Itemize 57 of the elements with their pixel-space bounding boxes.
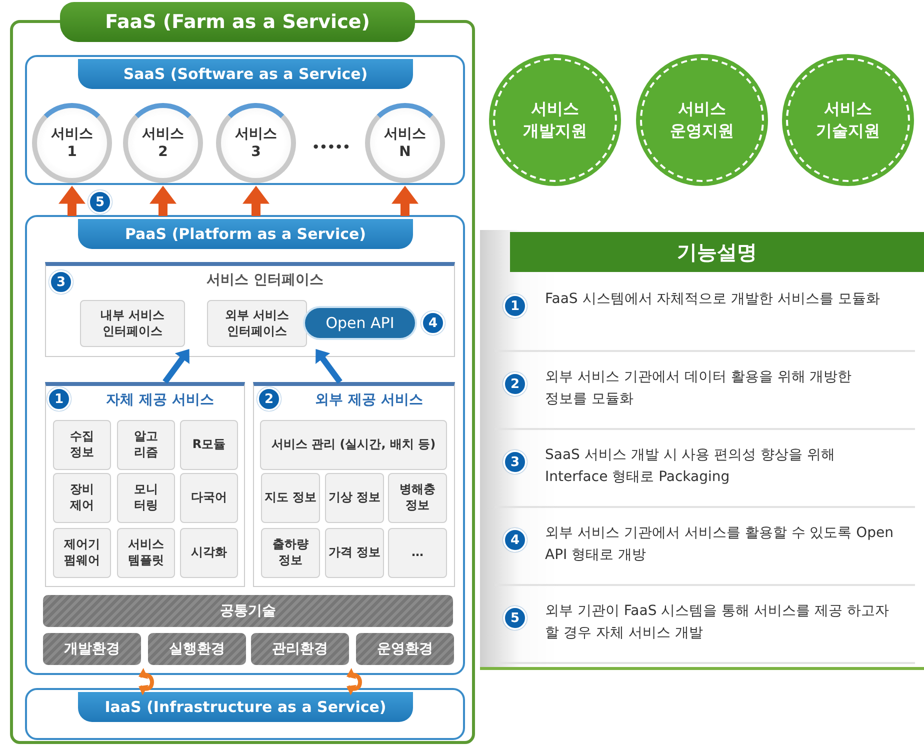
module-cell: 서비스 템플릿 bbox=[117, 528, 175, 578]
panel-title: 외부 제공 서비스 bbox=[314, 391, 424, 409]
title-tab: FaaS (Farm as a Service) bbox=[60, 2, 415, 42]
service-panel bbox=[45, 262, 455, 357]
module-cell: R모듈 bbox=[180, 420, 238, 470]
technology-bar: 관리환경 bbox=[251, 633, 349, 665]
arrow bbox=[138, 668, 154, 695]
ellipsis-dots: ••••• bbox=[312, 140, 350, 154]
technology-bar: 개발환경 bbox=[43, 633, 141, 665]
module-cell: 기상 정보 bbox=[325, 473, 384, 523]
panel-title: 서비스 인터페이스 bbox=[206, 271, 324, 289]
service-circle: 서비스 1 bbox=[32, 103, 112, 183]
layer-tab: PaaS (Platform as a Service) bbox=[78, 219, 413, 249]
module-cell: 출하량 정보 bbox=[261, 528, 320, 578]
module-cell: 제어기 펌웨어 bbox=[53, 528, 111, 578]
arrow bbox=[392, 186, 418, 216]
service-circle: 서비스 2 bbox=[123, 103, 203, 183]
service-circle: 서비스 N bbox=[365, 103, 445, 183]
description-text: FaaS 시스템에서 자체적으로 개발한 서비스를 모듈화 bbox=[545, 290, 882, 309]
arrow bbox=[162, 348, 190, 384]
number-badge: 5 bbox=[88, 190, 112, 214]
layer-tab: SaaS (Software as a Service) bbox=[78, 59, 413, 89]
description-text: 외부 서비스 기관에서 데이터 활용을 위해 개방한 정보를 모듈화 bbox=[545, 368, 853, 409]
layer-box bbox=[25, 688, 465, 740]
module-cell: 지도 정보 bbox=[261, 473, 320, 523]
arrow bbox=[346, 668, 362, 695]
panel-title: 자체 제공 서비스 bbox=[105, 391, 215, 409]
layer-box bbox=[25, 55, 465, 185]
module-cell: 모니 터링 bbox=[117, 473, 175, 523]
module-cell: 수집 정보 bbox=[53, 420, 111, 470]
technology-bar: 공통기술 bbox=[43, 595, 453, 627]
service-panel bbox=[253, 382, 455, 587]
service-circle: 서비스 3 bbox=[216, 103, 296, 183]
arrow bbox=[150, 186, 176, 216]
service-panel bbox=[45, 382, 245, 587]
layer-tab: IaaS (Infrastructure as a Service) bbox=[78, 692, 413, 722]
module-cell: 외부 서비스 인터페이스 bbox=[207, 300, 307, 347]
description-text: 외부 기관이 FaaS 시스템을 통해 서비스를 제공 하고자 할 경우 자체 서비스 개발 bbox=[545, 602, 890, 643]
api-pill: Open API bbox=[305, 308, 415, 338]
description-text: 외부 서비스 기관에서 서비스를 활용할 수 있도록 Open API 형태로 개방 bbox=[545, 524, 895, 565]
module-cell: 가격 정보 bbox=[325, 528, 384, 578]
module-cell: 서비스 관리 (실시간, 배치 등) bbox=[260, 420, 447, 470]
module-cell: 시각화 bbox=[180, 528, 238, 578]
module-cell: 장비 제어 bbox=[53, 473, 111, 523]
description-text: SaaS 서비스 개발 시 사용 편의성 향상을 위해 Interface 형태로 Packaging bbox=[545, 446, 836, 487]
layer-box bbox=[25, 215, 465, 675]
module-cell: 병해충 정보 bbox=[388, 473, 447, 523]
arrow bbox=[316, 348, 342, 384]
module-cell: … bbox=[388, 528, 447, 578]
module-cell: 다국어 bbox=[180, 473, 238, 523]
arrow bbox=[58, 186, 86, 216]
module-cell: 내부 서비스 인터페이스 bbox=[80, 300, 185, 347]
heading-bar: 기능설명 bbox=[510, 232, 924, 272]
technology-bar: 실행환경 bbox=[148, 633, 246, 665]
arrow bbox=[242, 186, 270, 216]
technology-bar: 운영환경 bbox=[356, 633, 454, 665]
module-cell: 알고 리즘 bbox=[117, 420, 175, 470]
